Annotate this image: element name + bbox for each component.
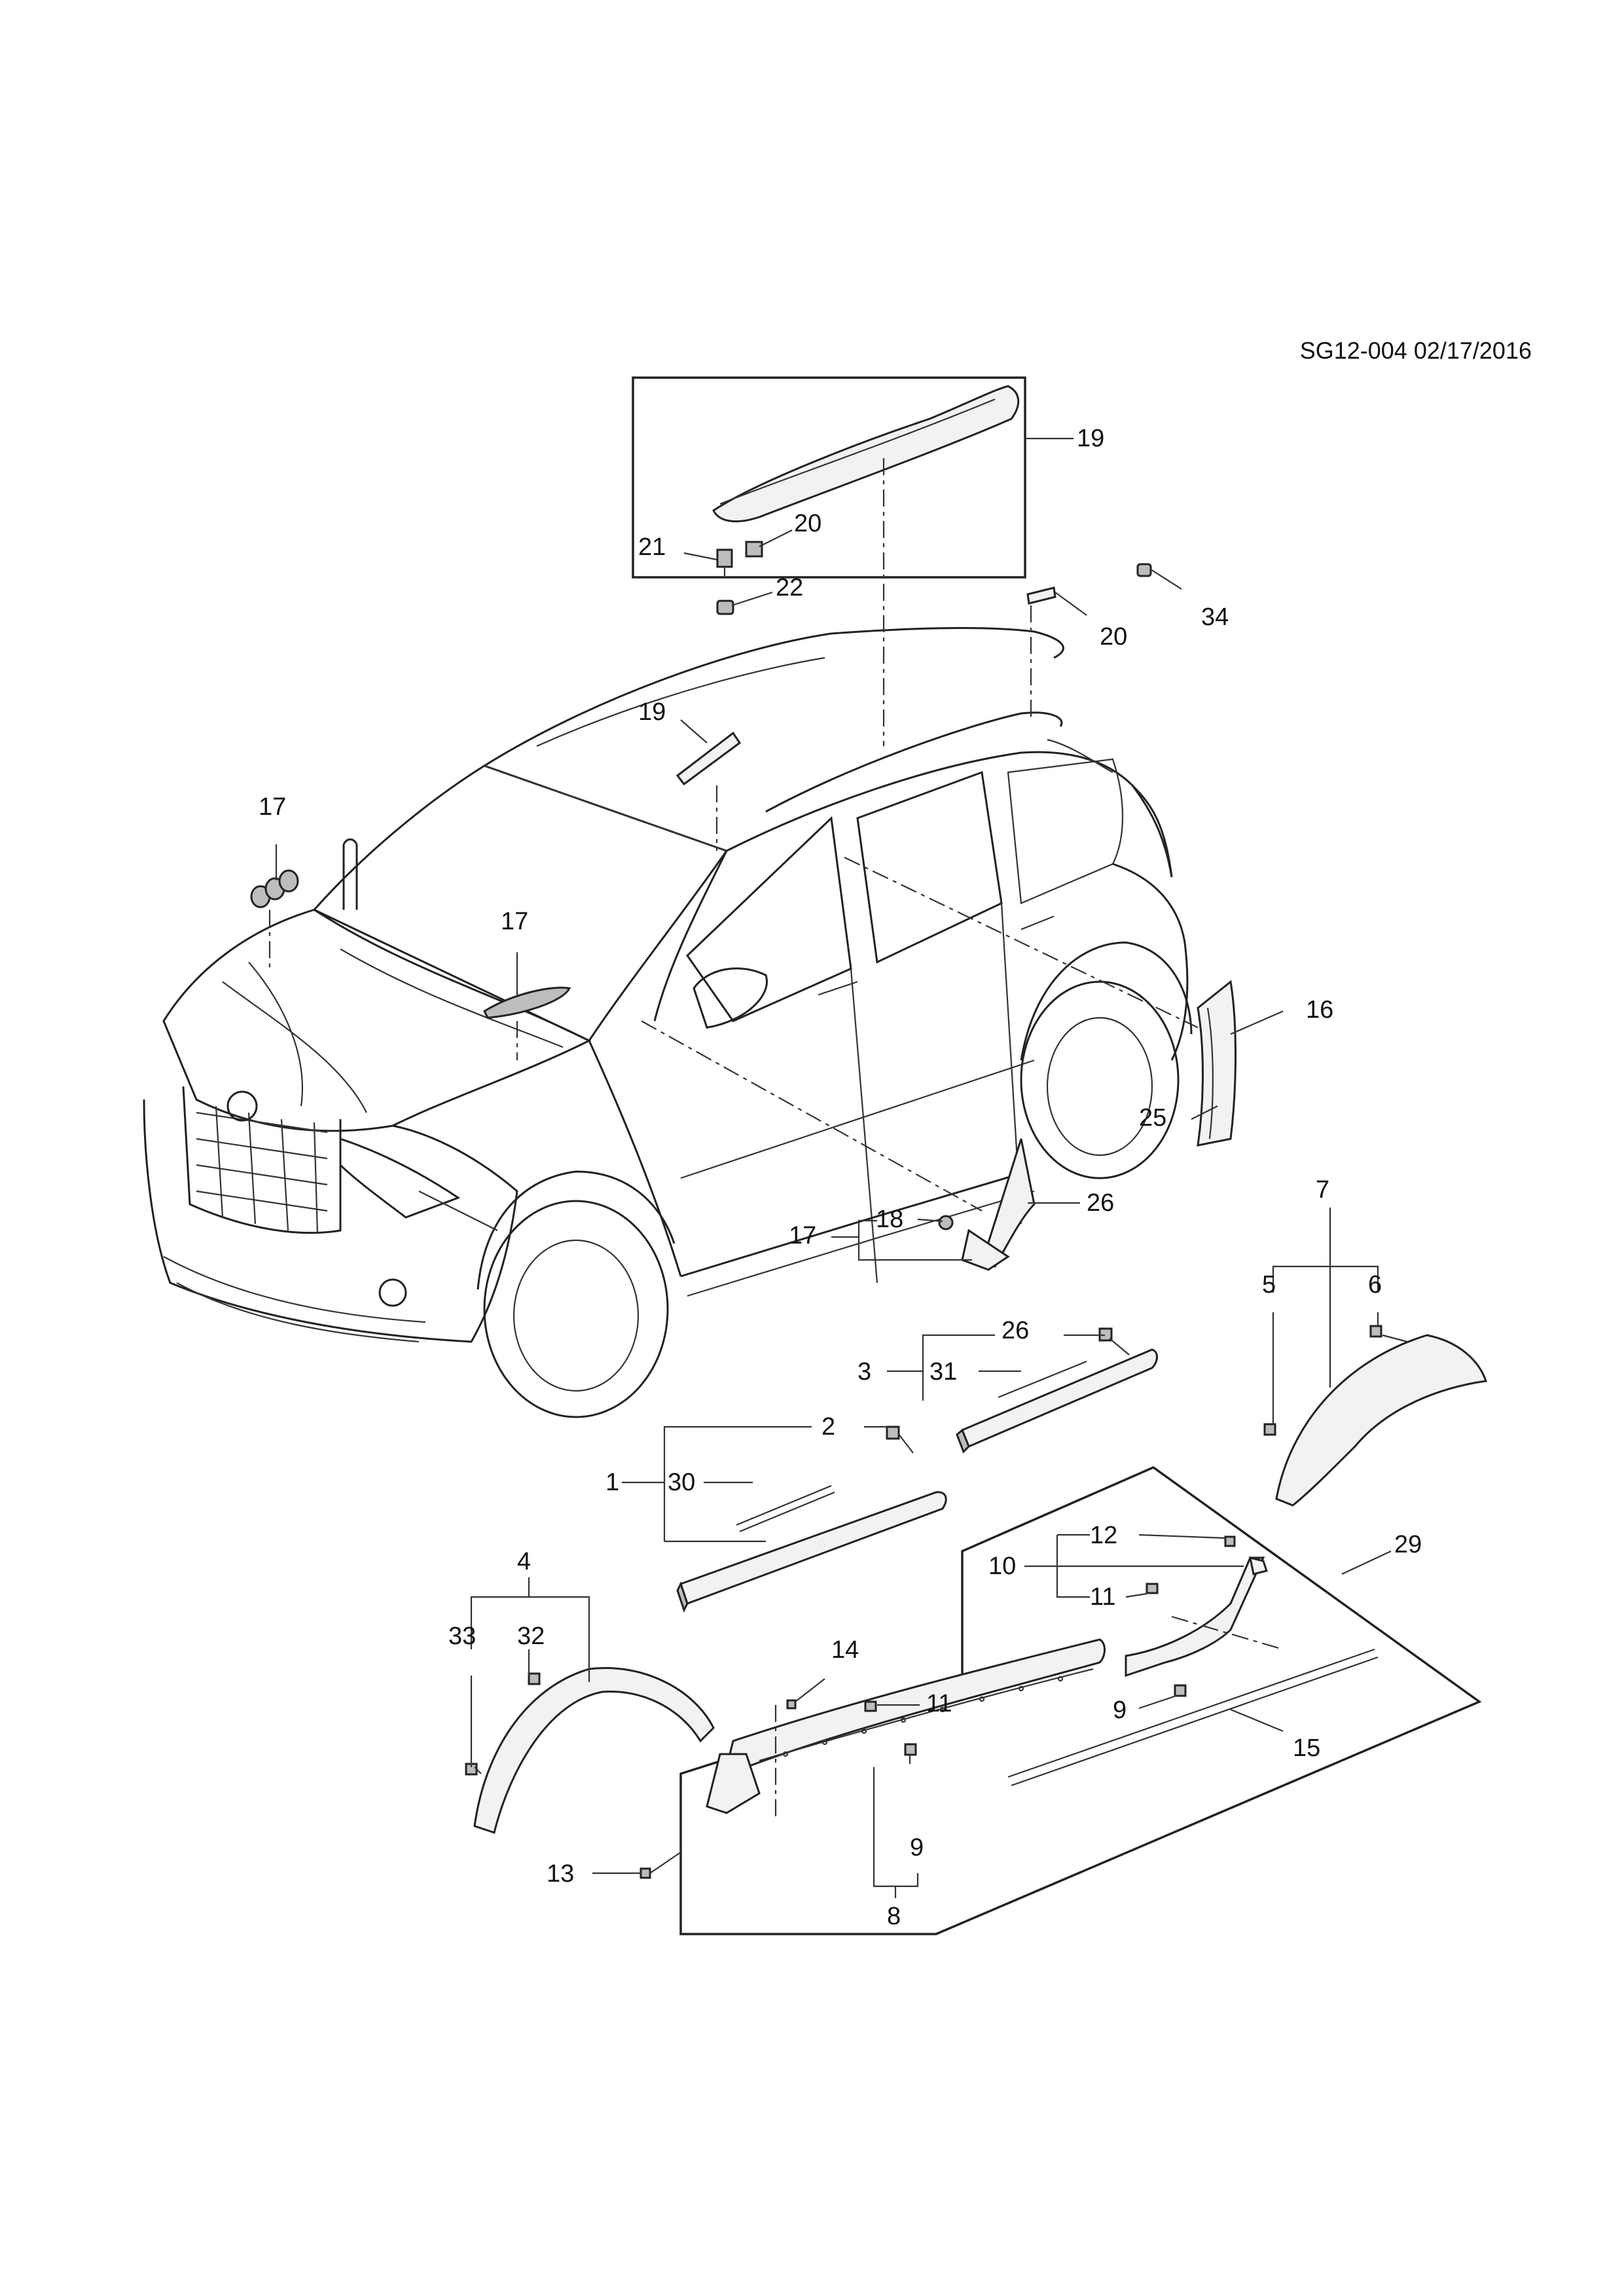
alignment-lines: [268, 458, 1284, 1820]
molding-20: [676, 731, 742, 786]
callout-6: 6: [1368, 1271, 1382, 1299]
strip-15: [1007, 1648, 1375, 1778]
leader-lines: [275, 437, 1408, 1898]
callout-34: 34: [1201, 603, 1229, 631]
callout-box-29: [679, 1465, 1482, 1935]
clip-12: [1224, 1535, 1236, 1547]
callout-29: 29: [1394, 1531, 1422, 1558]
clip-9-a: [1174, 1684, 1187, 1697]
screw-13: [640, 1867, 651, 1879]
tape-30: [736, 1484, 832, 1526]
callout-16: 16: [1306, 996, 1333, 1024]
front-arch-molding-4: [473, 1667, 715, 1834]
callout-30: 30: [668, 1469, 695, 1496]
callout-32: 32: [517, 1623, 545, 1650]
rear-arch-molding-7: [1275, 1334, 1487, 1507]
callout-7: 7: [1316, 1176, 1329, 1204]
clip-11-b: [864, 1700, 877, 1712]
rocker-holes: [782, 1676, 1064, 1757]
clip-9-b: [904, 1743, 917, 1756]
callout-numbers: 19 20 21 22 20 34 19 17 17 16 25 26 18 1…: [259, 425, 1422, 1930]
roof-rail-group: [632, 376, 1026, 579]
vehicle-illustration: [143, 626, 1193, 1418]
clip-6: [1369, 1325, 1382, 1338]
clip-5: [1263, 1423, 1276, 1436]
callout-3: 3: [857, 1358, 871, 1386]
rail-bolt-24: [716, 548, 733, 568]
pillar-trim-16: [1197, 980, 1236, 1147]
callout-11-lower: 11: [926, 1690, 952, 1717]
callout-21: 20: [1100, 623, 1127, 651]
callout-box-22: [632, 376, 1026, 579]
callout-24: 21: [638, 533, 666, 561]
callout-14: 14: [831, 1636, 859, 1664]
callout-17-rear: 17: [501, 908, 528, 935]
nut-25: [716, 600, 734, 615]
callout-12: 12: [1090, 1522, 1117, 1549]
callout-17-hood: 17: [259, 793, 286, 821]
callout-27: 25: [1139, 1104, 1166, 1132]
callout-11-upper: 11: [1090, 1583, 1115, 1611]
callout-10: 10: [988, 1552, 1016, 1580]
callout-1: 1: [605, 1469, 619, 1496]
retainer-19: [938, 1215, 954, 1230]
clip-14: [786, 1699, 797, 1710]
tape-31: [998, 1360, 1087, 1399]
rail-clip-23: [745, 541, 763, 558]
callout-31: 31: [929, 1358, 957, 1386]
callout-18: 17: [789, 1222, 816, 1249]
callout-26: 26: [1001, 1317, 1029, 1344]
callout-25: 22: [776, 574, 803, 601]
callout-15: 15: [1293, 1734, 1320, 1762]
callout-19: 18: [876, 1206, 903, 1233]
reference-code: SG12-004 02/17/2016: [1300, 337, 1532, 364]
callout-9-lower: 9: [910, 1834, 924, 1861]
front-door-molding-1: [679, 1491, 947, 1605]
callout-33: 33: [448, 1623, 476, 1650]
callout-20: 19: [638, 698, 666, 726]
callout-13: 13: [547, 1860, 574, 1888]
callout-8: 8: [887, 1903, 901, 1930]
emblem-17-hood: [250, 869, 299, 908]
clip-2: [886, 1426, 900, 1440]
clip-32: [528, 1672, 541, 1685]
callout-5: 5: [1262, 1271, 1276, 1299]
clip-11-a: [1146, 1583, 1159, 1594]
callout-22: 19: [1077, 425, 1104, 452]
emblem-17-rear: [483, 986, 571, 1019]
callout-2: 2: [821, 1413, 835, 1441]
callout-4: 4: [517, 1548, 531, 1575]
roof-rail: [712, 385, 1020, 523]
callout-9-upper: 9: [1113, 1696, 1127, 1724]
callout-28: 26: [1087, 1189, 1114, 1217]
clip-34: [1136, 563, 1152, 577]
rear-door-molding-3: [961, 1348, 1158, 1448]
cover-21: [1026, 586, 1056, 605]
rocker-end-10: [1125, 1556, 1265, 1677]
rocker-molding-8: [725, 1638, 1106, 1768]
callout-23: 20: [794, 510, 821, 537]
